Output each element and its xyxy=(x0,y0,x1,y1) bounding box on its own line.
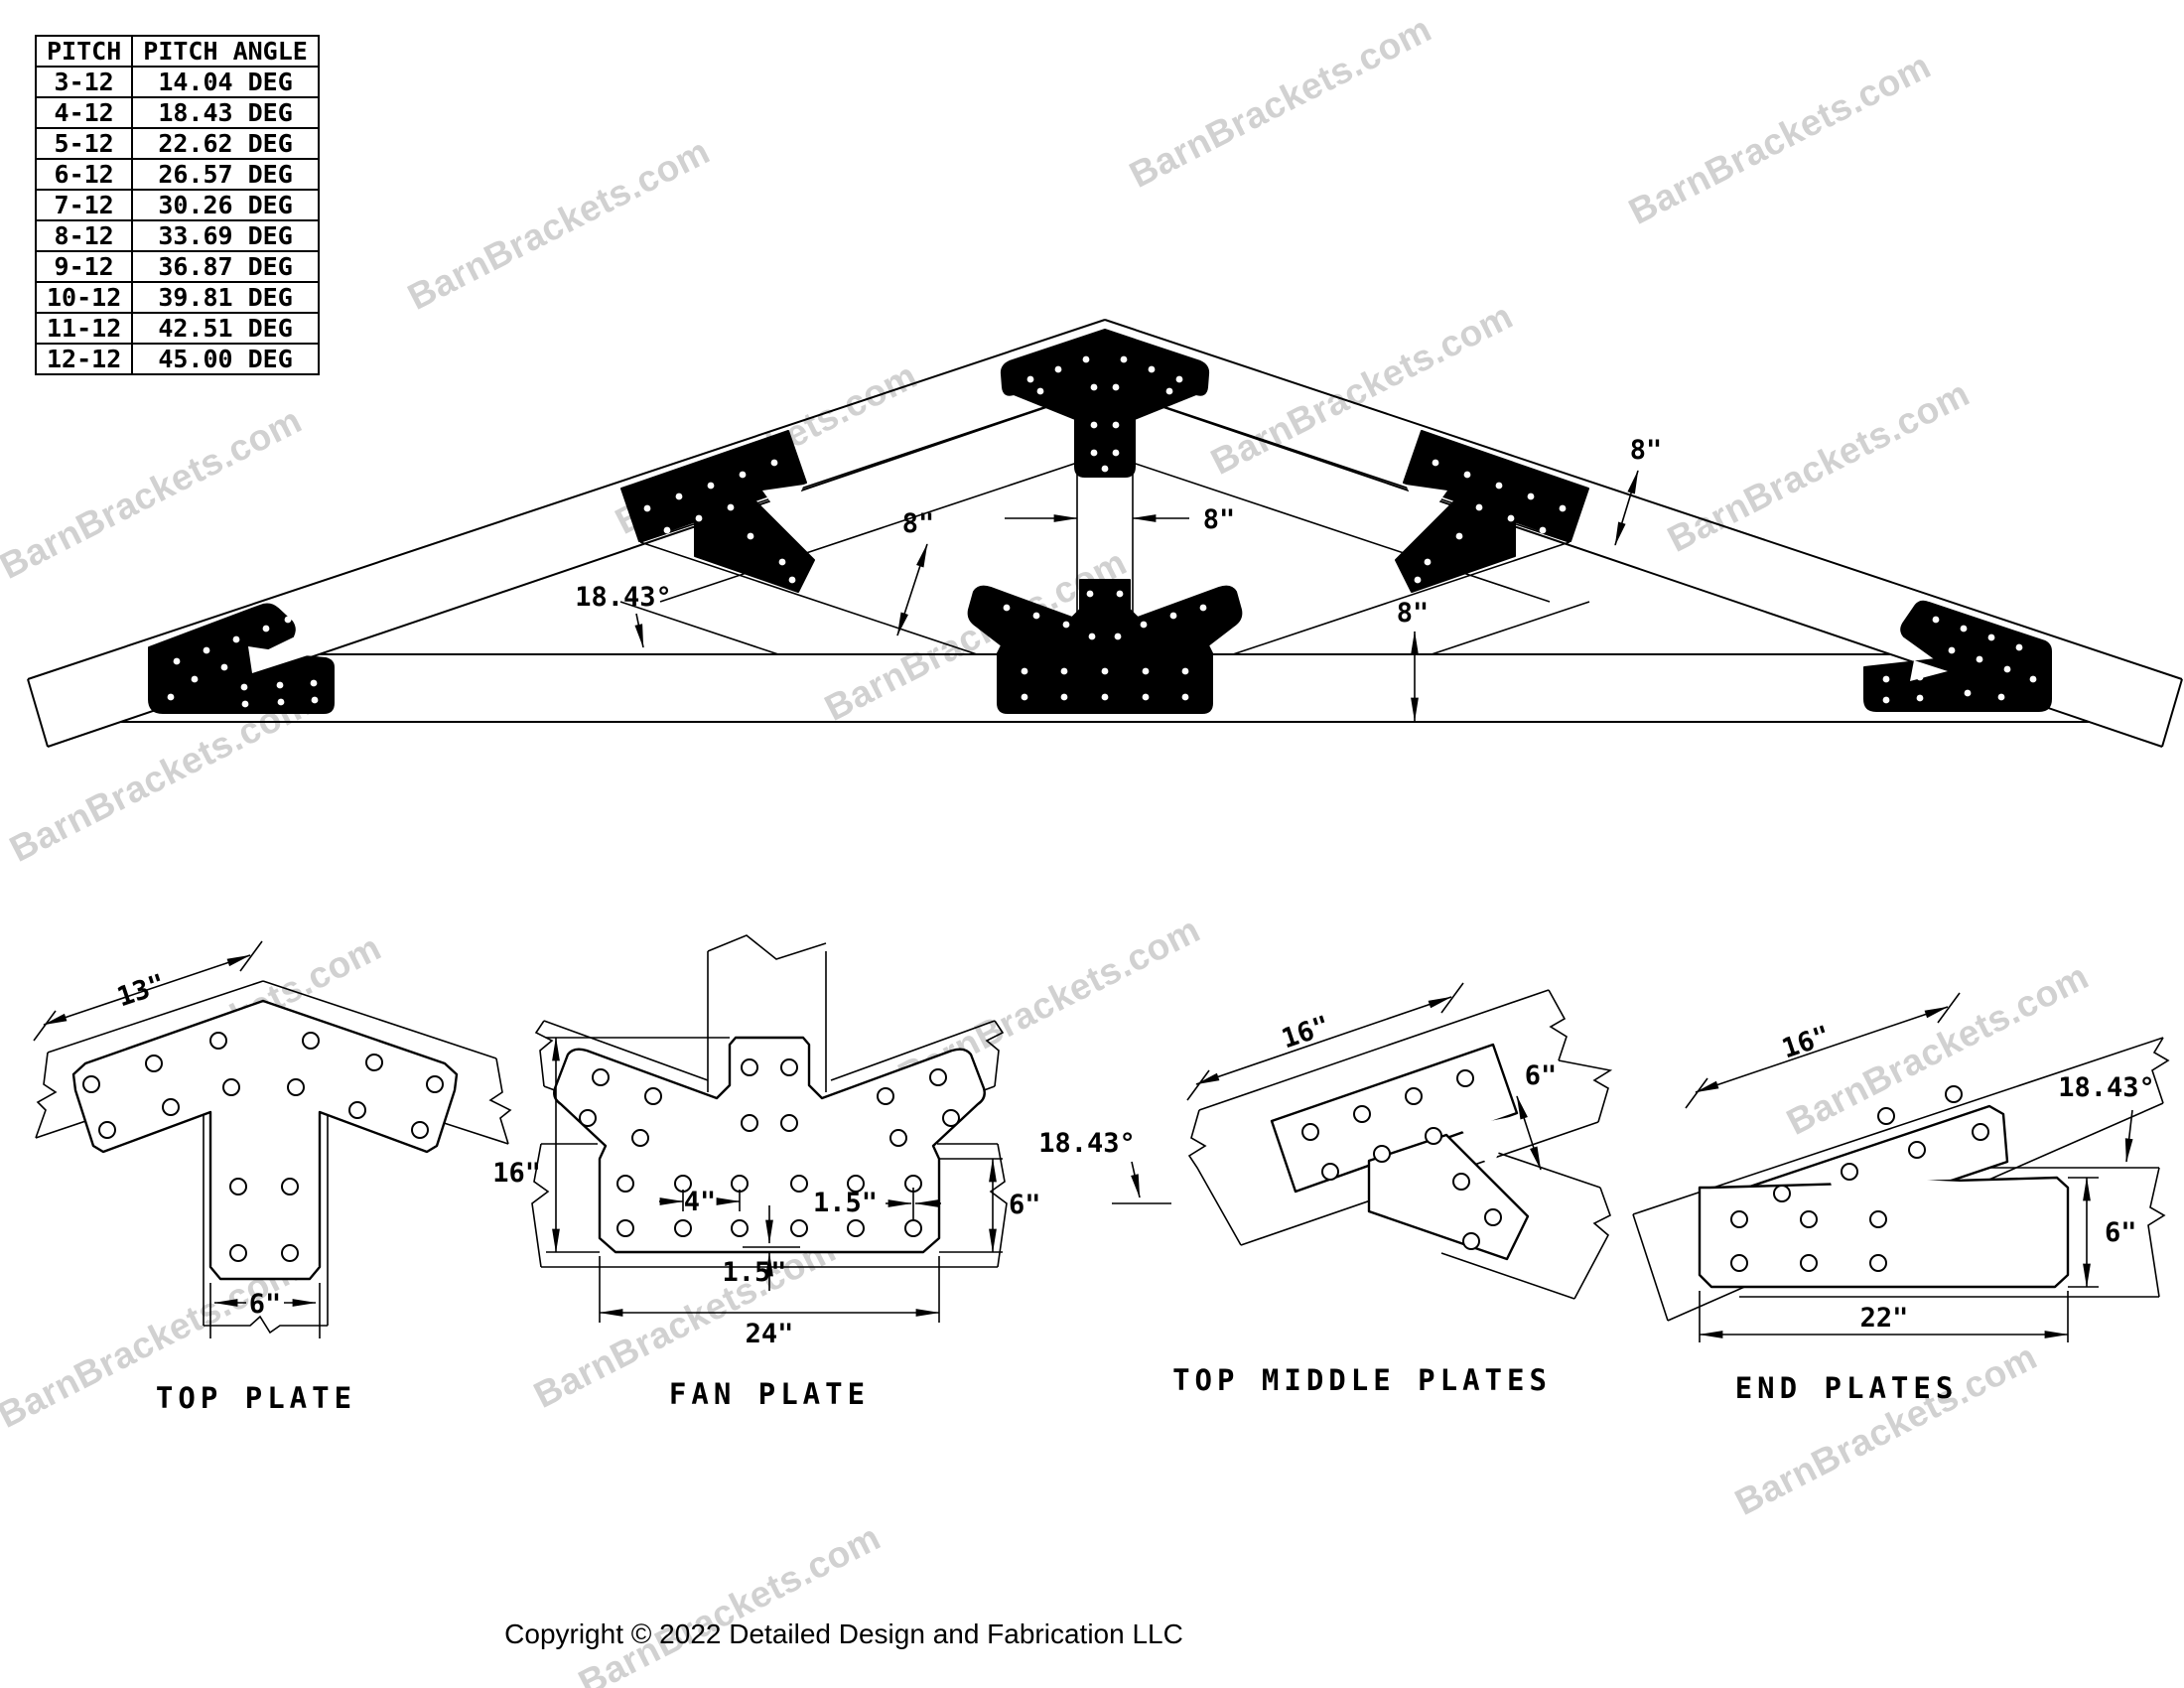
rafter-width-label: 8" xyxy=(1630,435,1663,466)
pitch-cell: 18.43 DEG xyxy=(131,96,320,129)
pitch-cell: 30.26 DEG xyxy=(131,189,320,221)
fan-plate-title: FAN PLATE xyxy=(669,1377,870,1411)
detail-fan-plate: 16" 4" 1.5" 1.5" 6" 24" FAN PLATE xyxy=(492,934,1041,1411)
pitch-cell: 5-12 xyxy=(34,127,134,160)
fan-width-label: 24" xyxy=(746,1319,794,1349)
detail-top-plate: 13" 6" TOP PLATE xyxy=(33,940,512,1415)
pitch-angle-header: PITCH ANGLE xyxy=(131,35,320,68)
pitch-cell: 39.81 DEG xyxy=(131,281,320,314)
pitch-cell: 45.00 DEG xyxy=(131,343,320,375)
top-plate-width-label: 13" xyxy=(113,969,169,1014)
fan-height-label: 16" xyxy=(492,1158,541,1189)
top-plate-outline xyxy=(71,999,459,1281)
top-middle-angle-label: 18.43° xyxy=(1038,1128,1136,1159)
top-middle-title: TOP MIDDLE PLATES xyxy=(1172,1363,1552,1397)
pitch-cell: 10-12 xyxy=(34,281,134,314)
apex-plate xyxy=(1000,329,1210,478)
bolt-dots xyxy=(1414,459,1567,584)
detail-top-middle-plates: 16" 6" 18.43° TOP MIDDLE PLATES xyxy=(1038,982,1613,1397)
right-end-plate xyxy=(1863,600,2052,712)
pitch-cell: 9-12 xyxy=(34,250,134,283)
truss-elevation: 18.43° 8" 8" 8" 8" xyxy=(27,319,2183,748)
top-plate-title: TOP PLATE xyxy=(156,1381,356,1415)
pitch-cell: 3-12 xyxy=(34,66,134,98)
end-plate-rect xyxy=(1698,1176,2070,1289)
pitch-cell: 14.04 DEG xyxy=(131,66,320,98)
bolt-dots xyxy=(167,616,319,708)
top-middle-width-label: 6" xyxy=(1525,1060,1558,1091)
end-plates-title: END PLATES xyxy=(1735,1371,1959,1405)
fan-edge-label-2: 1.5" xyxy=(813,1188,878,1218)
end-plates-angle-label: 18.43° xyxy=(2058,1072,2155,1103)
left-end-plate xyxy=(148,603,335,714)
truss-dimensions: 18.43° 8" 8" 8" 8" xyxy=(575,435,1663,722)
fan-side-label: 6" xyxy=(1009,1190,1041,1220)
pitch-cell: 26.57 DEG xyxy=(131,158,320,191)
fan-edge-label-1: 1.5" xyxy=(722,1257,786,1288)
pitch-cell: 36.87 DEG xyxy=(131,250,320,283)
right-top-middle-plate xyxy=(1395,430,1589,593)
pitch-cell: 6-12 xyxy=(34,158,134,191)
end-plates-length-label: 16" xyxy=(1778,1021,1834,1065)
plate-holes xyxy=(82,1032,444,1262)
pitch-cell: 7-12 xyxy=(34,189,134,221)
web-width-label: 8" xyxy=(902,508,935,539)
plate-holes xyxy=(1301,1069,1502,1250)
kingpost-width-label: 8" xyxy=(1203,504,1236,535)
detail-end-plates: 16" 18.43° 6" 22" END PLATES xyxy=(1632,992,2170,1405)
bolt-dots xyxy=(643,459,796,584)
pitch-cell: 22.62 DEG xyxy=(131,127,320,160)
pitch-cell: 4-12 xyxy=(34,96,134,129)
pitch-header: PITCH xyxy=(34,35,134,68)
copyright-text: Copyright © 2022 Detailed Design and Fab… xyxy=(504,1618,1183,1649)
top-middle-length-label: 16" xyxy=(1278,1011,1333,1055)
bolt-dots xyxy=(1882,616,2037,704)
fan-hole-spacing-label: 4" xyxy=(684,1187,717,1217)
fan-plate xyxy=(967,579,1243,714)
table-header-row: PITCH PITCH ANGLE xyxy=(34,35,320,68)
top-plate-leg-label: 6" xyxy=(249,1289,282,1320)
end-plates-width-label: 22" xyxy=(1860,1303,1909,1334)
plate-holes xyxy=(579,1058,960,1237)
end-plates-height-label: 6" xyxy=(2105,1217,2137,1248)
pitch-cell: 12-12 xyxy=(34,343,134,375)
top-middle-plate-arm xyxy=(1367,1133,1530,1261)
pitch-angle-label: 18.43° xyxy=(575,582,672,613)
pitch-cell: 11-12 xyxy=(34,312,134,345)
pitch-cell: 8-12 xyxy=(34,219,134,252)
chord-height-label: 8" xyxy=(1397,598,1430,629)
bolt-dots xyxy=(1026,355,1183,473)
pitch-cell: 42.51 DEG xyxy=(131,312,320,345)
plate-holes xyxy=(1730,1085,1989,1272)
bolt-dots xyxy=(1003,590,1207,701)
left-top-middle-plate xyxy=(620,430,815,593)
pitch-cell: 33.69 DEG xyxy=(131,219,320,252)
